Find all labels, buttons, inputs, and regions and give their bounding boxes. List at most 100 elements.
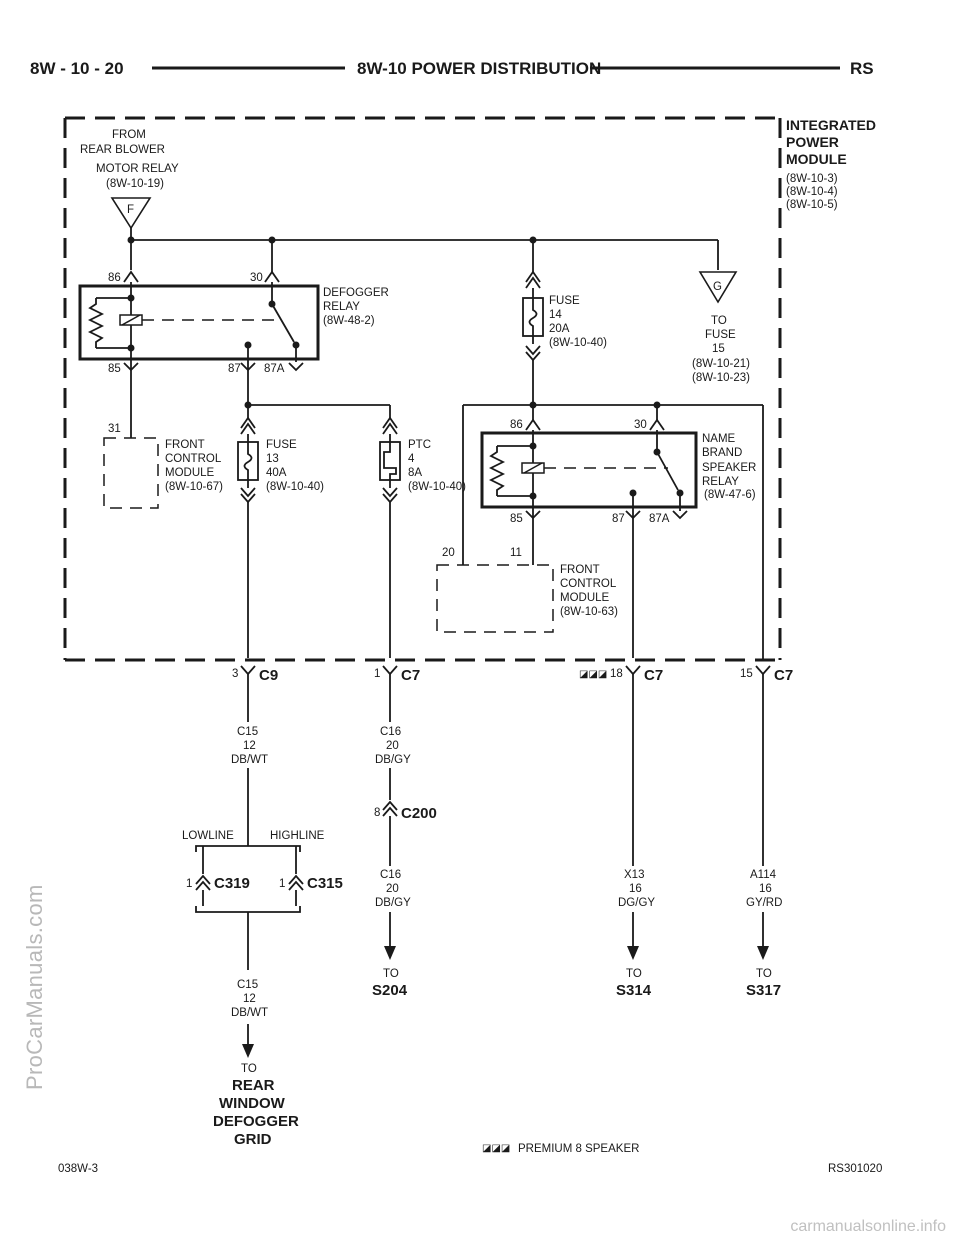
svg-text:1: 1 (279, 878, 285, 890)
legend-premium-8-speaker: ◪◪◪ PREMIUM 8 SPEAKER (482, 1143, 639, 1155)
svg-text:A114: A114 (750, 869, 777, 881)
svg-text:(8W-10-3): (8W-10-3) (786, 173, 838, 185)
svg-text:TO: TO (756, 968, 772, 980)
svg-text:MODULE: MODULE (165, 467, 215, 479)
svg-text:X13: X13 (624, 869, 644, 881)
name-brand-speaker-relay: 86 30 85 87 87A NAME BRAND SPEAKER RELAY… (480, 418, 756, 525)
svg-text:DB/GY: DB/GY (375, 754, 411, 766)
svg-text:C7: C7 (401, 667, 420, 684)
triangle-g-label: G (713, 281, 722, 293)
svg-text:PTC: PTC (408, 439, 431, 451)
connector-c315: 1 C315 (279, 874, 343, 892)
svg-text:87: 87 (612, 513, 625, 525)
svg-text:WINDOW: WINDOW (219, 1095, 286, 1112)
svg-text:S317: S317 (746, 982, 781, 999)
svg-text:13: 13 (266, 453, 279, 465)
bottom-watermark: carmanualsonline.info (790, 1218, 946, 1235)
svg-text:1: 1 (186, 878, 192, 890)
svg-text:TO: TO (711, 315, 727, 327)
svg-text:(8W-10-67): (8W-10-67) (165, 481, 223, 493)
svg-text:12: 12 (243, 740, 256, 752)
svg-text:REAR BLOWER: REAR BLOWER (80, 144, 165, 156)
highline-label: HIGHLINE (270, 830, 325, 842)
wire-label-c15-upper: C15 12 DB/WT (231, 726, 268, 766)
svg-text:FUSE: FUSE (549, 295, 580, 307)
svg-text:NAME: NAME (702, 433, 736, 445)
header-model: RS (850, 59, 874, 78)
lowline-label: LOWLINE (182, 830, 234, 842)
svg-text:C9: C9 (259, 667, 278, 684)
svg-text:POWER: POWER (786, 134, 839, 150)
svg-text:14: 14 (549, 309, 562, 321)
svg-text:(8W-10-40): (8W-10-40) (408, 481, 466, 493)
splice-triangle-f (110, 197, 152, 230)
svg-text:CONTROL: CONTROL (165, 453, 222, 465)
svg-text:TO: TO (241, 1063, 257, 1075)
svg-text:FRONT: FRONT (165, 439, 205, 451)
svg-text:SPEAKER: SPEAKER (702, 462, 756, 474)
svg-text:◪◪◪: ◪◪◪ (579, 669, 607, 680)
svg-text:DB/GY: DB/GY (375, 897, 411, 909)
svg-text:(8W-10-19): (8W-10-19) (106, 178, 164, 190)
wire-label-c16-lower: C16 20 DB/GY (375, 869, 411, 909)
connector-c9: 3 C9 (232, 665, 278, 684)
svg-text:C319: C319 (214, 875, 250, 892)
svg-text:18: 18 (610, 668, 623, 680)
svg-text:C15: C15 (237, 979, 258, 991)
svg-text:87: 87 (228, 363, 241, 375)
svg-text:C15: C15 (237, 726, 258, 738)
svg-text:RELAY: RELAY (702, 476, 739, 488)
fuse-14: FUSE 14 20A (8W-10-40) (522, 270, 607, 362)
svg-text:MODULE: MODULE (786, 151, 847, 167)
svg-text:85: 85 (108, 363, 121, 375)
fcm-pin-11: 11 (510, 547, 522, 559)
svg-text:FUSE: FUSE (705, 329, 736, 341)
side-watermark: ProCarManuals.com (22, 884, 47, 1090)
wire-label-a114: A114 16 GY/RD (746, 869, 782, 909)
svg-text:C200: C200 (401, 805, 437, 822)
svg-text:4: 4 (408, 453, 415, 465)
svg-text:87A: 87A (264, 363, 285, 375)
svg-text:87A: 87A (649, 513, 670, 525)
svg-text:RELAY: RELAY (323, 301, 360, 313)
svg-text:(8W-10-23): (8W-10-23) (692, 372, 750, 384)
fcm-pin-31: 31 (108, 423, 121, 435)
svg-text:PREMIUM 8 SPEAKER: PREMIUM 8 SPEAKER (518, 1143, 639, 1155)
fuse-13: FUSE 13 40A (8W-10-40) (237, 416, 324, 504)
svg-text:TO: TO (626, 968, 642, 980)
destination-rear-window-defogger-grid: TO REAR WINDOW DEFOGGER GRID (213, 1063, 299, 1148)
wire-label-c15-lower: C15 12 DB/WT (231, 979, 268, 1019)
svg-text:DB/WT: DB/WT (231, 1007, 268, 1019)
svg-text:C315: C315 (307, 875, 343, 892)
footer-doc-id: RS301020 (828, 1163, 882, 1175)
svg-text:(8W-10-4): (8W-10-4) (786, 186, 838, 198)
connector-c200: 8 C200 (374, 800, 437, 822)
svg-text:15: 15 (740, 668, 753, 680)
svg-text:C7: C7 (774, 667, 793, 684)
fcm-pin-20: 20 (442, 547, 455, 559)
svg-text:86: 86 (108, 272, 121, 284)
svg-text:FRONT: FRONT (560, 564, 600, 576)
svg-text:MODULE: MODULE (560, 592, 610, 604)
svg-text:S314: S314 (616, 982, 652, 999)
connector-c7-pin1: 1 C7 (374, 665, 420, 684)
svg-text:CONTROL: CONTROL (560, 578, 617, 590)
svg-text:C7: C7 (644, 667, 663, 684)
svg-text:TO: TO (383, 968, 399, 980)
svg-text:20A: 20A (549, 323, 570, 335)
svg-text:20: 20 (386, 883, 399, 895)
svg-text:16: 16 (759, 883, 772, 895)
svg-text:(8W-47-6): (8W-47-6) (704, 489, 756, 501)
module-label: INTEGRATED POWER MODULE (8W-10-3) (8W-10… (786, 117, 876, 211)
defogger-relay: 86 30 85 87 87A DEFOGGER RELAY (8W-48-2) (78, 270, 389, 375)
svg-text:◪◪◪: ◪◪◪ (482, 1143, 510, 1154)
connector-c7-pin15: 15 C7 (740, 665, 793, 684)
destination-s314: TO S314 (616, 968, 652, 999)
svg-text:1: 1 (374, 668, 380, 680)
svg-text:(8W-10-63): (8W-10-63) (560, 606, 618, 618)
svg-text:12: 12 (243, 993, 256, 1005)
svg-text:15: 15 (712, 343, 725, 355)
destination-s204: TO S204 (372, 968, 408, 999)
svg-text:BRAND: BRAND (702, 447, 742, 459)
wire-label-x13: X13 16 DG/GY (618, 869, 655, 909)
